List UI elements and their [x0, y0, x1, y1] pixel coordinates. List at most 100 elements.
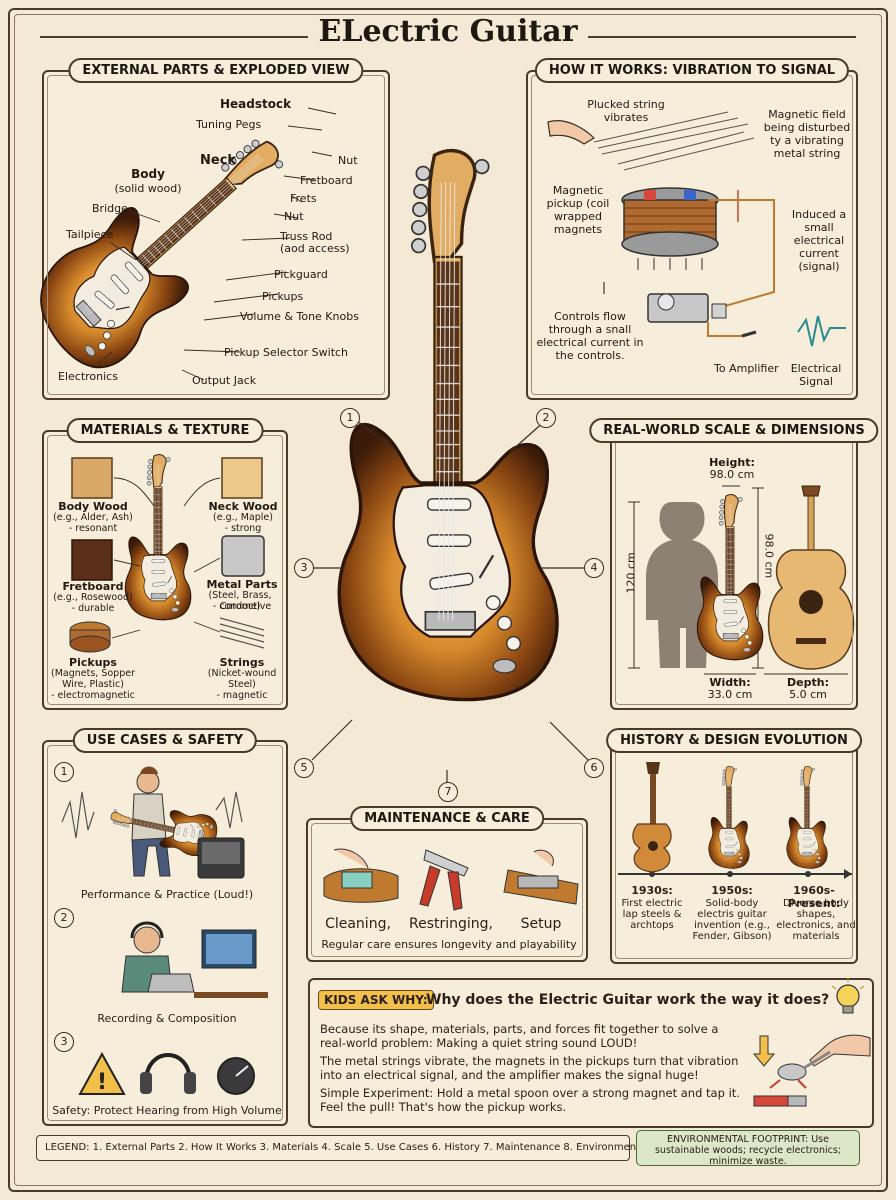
mat-neck-wood: Neck Wood — [208, 500, 278, 513]
kids-illustration — [752, 978, 871, 1107]
how-field: Magnetic field being disturbed ty a vibr… — [763, 108, 851, 160]
strat-guitar-icon-1960s — [786, 766, 828, 869]
strings — [593, 111, 755, 171]
archtop-guitar-icon — [632, 762, 672, 873]
history-era-2-year: 1950s: — [711, 884, 753, 897]
history-era-1-desc: First electric lap steels & archtops — [621, 898, 683, 931]
panel-title-materials: MATERIALS & TEXTURE — [66, 418, 264, 443]
signal-wave-icon — [797, 315, 846, 347]
strings-icon — [219, 617, 265, 649]
mat-metal-sub: (Steel, Brass, Corome) — [208, 590, 272, 612]
mat-body-wood-note: - resonant — [68, 523, 118, 534]
how-induced: Induced a small electrical current (sign… — [791, 208, 847, 273]
finger-icon — [547, 120, 595, 145]
panel-maintenance: MAINTENANCE & CARE Cleaning, Restringing… — [306, 806, 588, 962]
scale-depth-label: Depth: — [787, 676, 829, 689]
marker-7: 7 — [438, 782, 458, 802]
panel-title-external: EXTERNAL PARTS & EXPLODED VIEW — [68, 58, 364, 83]
how-amp: To Amplifier — [714, 362, 779, 375]
label-selector: Pickup Selector Switch — [224, 346, 349, 359]
scale-width-label: Width: — [709, 676, 751, 689]
metal-parts-icon — [221, 535, 265, 577]
panel-materials: MATERIALS & TEXTURE Body Wood (e.g., Ald… — [42, 418, 288, 710]
mat-neck-wood-note: - strong — [224, 523, 262, 534]
scale-depth-val: 5.0 cm — [789, 688, 827, 701]
use-num-2: 2 — [54, 908, 74, 928]
sound-wave-icon — [61, 791, 95, 839]
title-rule-left — [40, 36, 308, 38]
panel-title-use: USE CASES & SAFETY — [72, 728, 258, 753]
kids-tag: KIDS ASK WHY: — [318, 990, 434, 1010]
mat-pickups-sub: (Magnets, Sopper Wire, Plastic) — [51, 668, 135, 690]
mat-body-wood-sub: (e.g., Alder, Ash) — [53, 512, 133, 523]
materials-illustration — [69, 454, 265, 653]
mat-fretboard-note: - durable — [71, 603, 115, 614]
label-body: Body — [131, 167, 165, 181]
page-title: ELectric Guitar — [318, 14, 578, 49]
svg-text:!: ! — [97, 1070, 107, 1095]
label-nut-top: Nut — [338, 154, 358, 167]
history-illustration — [618, 762, 852, 879]
mat-strings: Strings — [219, 656, 265, 669]
outer-frame — [8, 8, 888, 1192]
scale-width-val: 33.0 cm — [707, 688, 753, 701]
label-output-jack: Output Jack — [192, 374, 257, 387]
kids-question: Why does the Electric Guitar work the wa… — [426, 992, 830, 1008]
mat-fretboard: Fretboard — [62, 580, 124, 593]
how-signal: Electrical Signal — [790, 362, 842, 388]
maint-item-restringing: Restringing, — [409, 916, 493, 932]
marker-5: 5 — [294, 758, 314, 778]
field-arrows — [637, 258, 703, 270]
label-frets: Frets — [290, 192, 317, 205]
mat-neck-wood-sub: (e.g., Maple) — [213, 512, 273, 523]
panel-title-how: HOW IT WORKS: VIBRATION TO SIGNAL — [534, 58, 850, 83]
mat-pickups-note: - electromagnetic — [51, 690, 135, 701]
scale-illustration — [628, 485, 855, 675]
laptop-icon — [147, 973, 195, 993]
history-era-1-year: 1930s: — [631, 884, 673, 897]
panel-use-cases: USE CASES & SAFETY 1 2 3 ! Performance &… — [42, 728, 288, 1126]
marker-3: 3 — [294, 558, 314, 578]
inner-frame — [14, 14, 882, 1186]
label-electronics: Electronics — [58, 370, 118, 383]
lightbulb-icon — [831, 978, 865, 1014]
body-wood-swatch — [71, 457, 113, 499]
label-nut: Nut — [284, 210, 304, 223]
scale-child-height: 120 cm — [624, 552, 638, 594]
use-num-1: 1 — [54, 762, 74, 782]
hand-icon — [809, 1034, 871, 1067]
strat-guitar-icon-1950s — [708, 766, 750, 869]
magnet-icon — [753, 1095, 789, 1107]
maint-item-cleaning: Cleaning, — [325, 916, 391, 932]
maintenance-illustration — [323, 848, 579, 911]
label-body-sub: (solid wood) — [114, 182, 182, 195]
marker-2: 2 — [536, 408, 556, 428]
scale-side-height: 98.0 cm — [762, 533, 776, 579]
label-bridge: Bridge — [92, 202, 128, 215]
marker-4: 4 — [584, 558, 604, 578]
signal-flow-diagram — [547, 111, 846, 347]
use-caption-3: Safety: Protect Hearing from High Volume — [52, 1104, 282, 1117]
mat-body-wood: Body Wood — [58, 500, 128, 513]
bridge-setup-icon — [517, 875, 559, 889]
label-truss-rod: Truss Rod — [280, 230, 333, 243]
headphones-icon — [144, 1053, 192, 1083]
label-volume-tone: Volume & Tone Knobs — [240, 310, 359, 323]
history-era-2-desc: Solid-body electris guitar invention (e.… — [692, 898, 772, 942]
label-tuning-pegs: Tuning Pegs — [196, 118, 262, 131]
kids-ask-why-box: KIDS ASK WHY: Why does the Electric Guit… — [308, 978, 874, 1128]
maint-note: Regular care ensures longevity and playa… — [321, 938, 577, 951]
warning-icon — [78, 1051, 126, 1095]
label-tailpiece: Tailpiece — [66, 228, 114, 241]
panel-how-it-works: HOW IT WORKS: VIBRATION TO SIGNAL Plucke… — [526, 58, 858, 400]
exploded-guitar-illustration — [17, 101, 337, 385]
scale-height-label: Height: — [709, 456, 755, 469]
kids-paragraph-2: The metal strings vibrate, the magnets i… — [320, 1054, 739, 1082]
mat-pickups: Pickups — [69, 656, 117, 669]
use-cases-illustration: ! — [61, 766, 268, 1095]
maint-item-setup: Setup — [520, 916, 562, 932]
panel-title-maintenance: MAINTENANCE & CARE — [350, 806, 544, 831]
mat-metal-note: - condoctive — [212, 601, 272, 612]
mat-fretboard-sub: (e.g., Rosewood) — [53, 592, 133, 603]
